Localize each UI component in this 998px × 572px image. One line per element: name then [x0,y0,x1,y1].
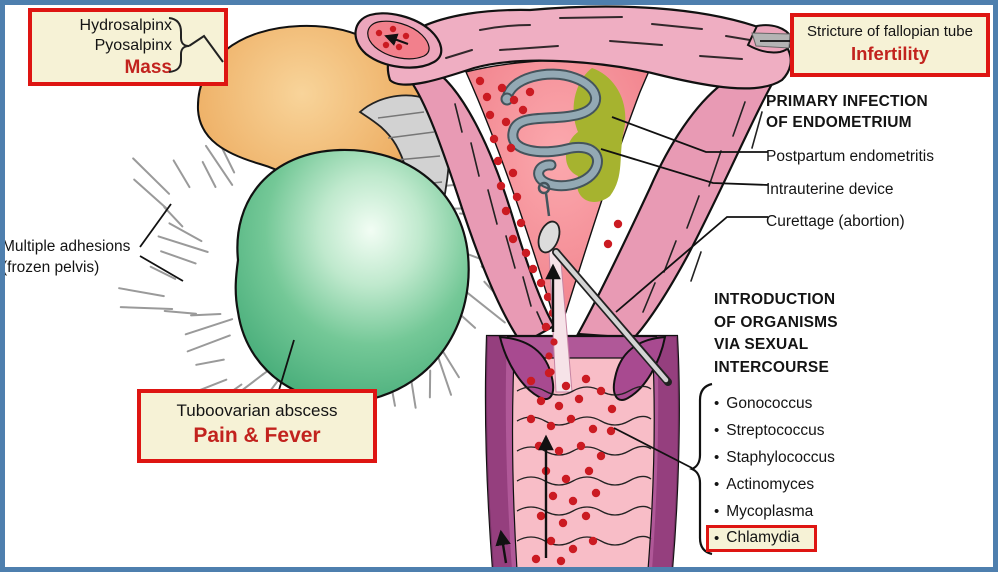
iud-coil [500,68,603,217]
infection-dots-vagina [526,368,617,566]
fallopian-tube-right [746,24,793,54]
abscess-mass [234,148,470,403]
organisms-list: • Gonococcus • Streptococcus • Staphyloc… [706,390,835,552]
postpartum-label: Postpartum endometritis [766,148,934,165]
cervix-lobe-left [498,335,555,401]
bullet-icon: • [714,529,720,547]
iud-label: Intrauterine device [766,181,894,198]
organisms-intro-heading: INTRODUCTION OF ORGANISMS VIA SEXUAL INT… [714,291,838,376]
chlamydia-highlight-box: • Chlamydia [706,525,817,552]
vagina-shape [484,249,680,572]
callout-line: Hydrosalpinx [79,17,172,34]
primary-infection-heading: PRIMARY INFECTION OF ENDOMETRIUM [766,93,928,131]
organism-item: • Actinomyces [714,475,815,494]
organism-item: • Gonococcus [714,394,813,413]
curettage-label: Curettage (abortion) [766,213,905,230]
bullet-icon: • [714,503,720,520]
fallopian-tube-left [354,12,443,69]
bullet-icon: • [714,449,720,466]
adhesions-label: Multiple adhesions (frozen pelvis) [2,236,152,278]
callout-line: Stricture of fallopian tube [807,23,973,40]
curette-instrument [537,220,672,386]
wall-striations [454,101,763,331]
bullet-icon: • [714,422,720,439]
cervix-lobe-right [612,335,667,401]
bullet-icon: • [714,395,720,412]
fundus-texture [445,16,763,60]
infection-dots-cavity [475,76,623,332]
callout-highlight: Infertility [850,43,930,64]
pain-fever-callout: Tuboovarian abscess Pain & Fever [137,389,377,463]
callout-brace [168,17,224,73]
organism-item: • Staphylococcus [714,448,835,467]
callout-highlight: Mass [124,57,172,78]
label-line: (frozen pelvis) [2,259,100,276]
label-line: Multiple adhesions [2,238,131,255]
organisms-brace [689,382,713,556]
callout-line: Tuboovarian abscess [176,401,338,420]
callout-highlight: Pain & Fever [193,424,321,447]
bullet-icon: • [714,476,720,493]
leader-lines [139,40,791,469]
callout-line: Pyosalpinx [94,37,172,54]
mass-callout: Hydrosalpinx Pyosalpinx Mass [28,8,228,86]
organism-item-highlighted: • Chlamydia [706,525,835,552]
ascending-arrow-short [495,529,511,564]
pus-patch [565,68,626,203]
infertility-callout: Stricture of fallopian tube Infertility [790,13,990,77]
organism-item: • Streptococcus [714,421,825,440]
organism-item: • Mycoplasma [714,502,814,521]
